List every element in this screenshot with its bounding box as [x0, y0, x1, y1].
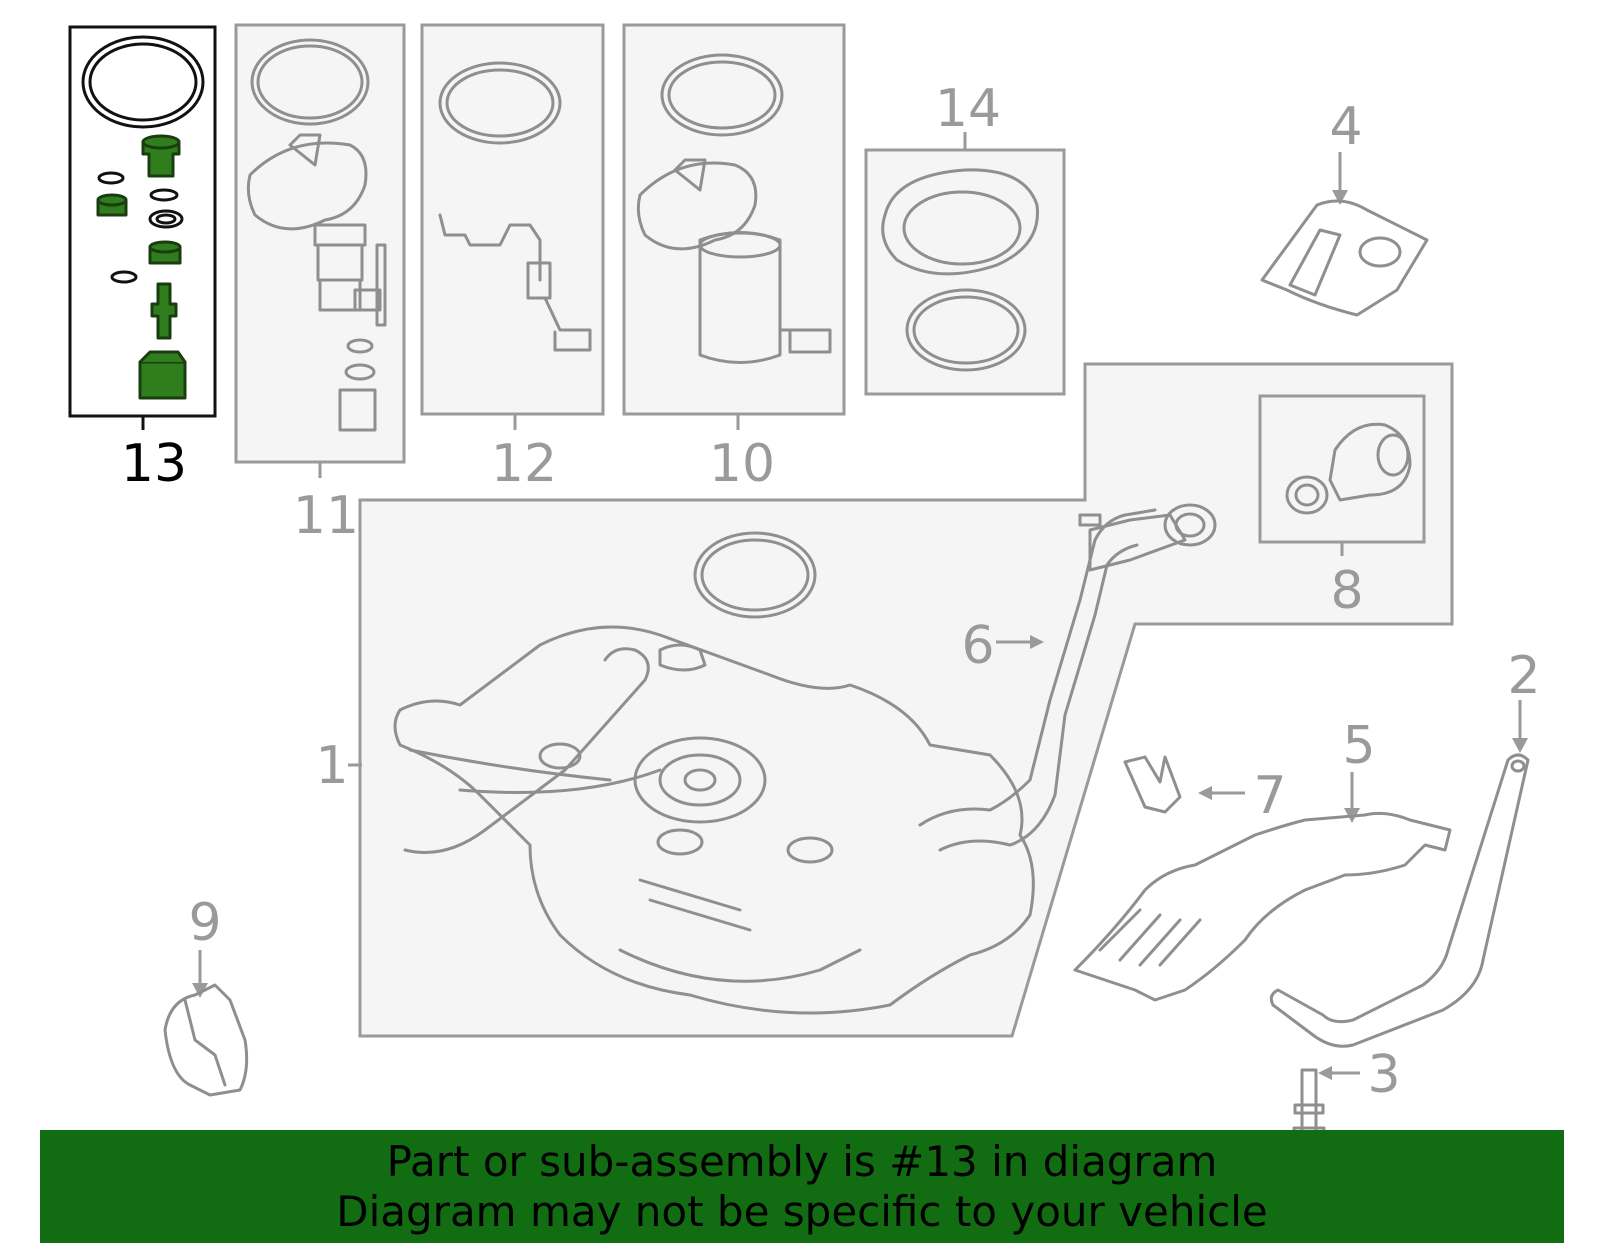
- part-7-clip[interactable]: 7: [1123, 755, 1287, 826]
- notice-banner-bg: [40, 1130, 1564, 1243]
- callout-1: 1: [315, 736, 348, 796]
- callout-10: 10: [709, 434, 775, 494]
- box-14-lock-ring-and-gasket[interactable]: 14: [864, 79, 1066, 396]
- seal-ring-large: [81, 35, 205, 129]
- banner-line-2: Diagram may not be specific to your vehi…: [336, 1186, 1268, 1236]
- box-8-filler-cap-parts[interactable]: 8: [1258, 394, 1426, 621]
- box-11-fuel-pump-assembly[interactable]: 11: [234, 23, 406, 546]
- part-4-heat-shield[interactable]: 4: [1260, 97, 1429, 317]
- highlighted-seal-parts: [96, 134, 187, 400]
- callout-4: 4: [1329, 97, 1362, 157]
- notice-banner: Part or sub-assembly is #13 in diagram D…: [40, 1130, 1564, 1243]
- callout-13: 13: [121, 434, 187, 494]
- callout-14: 14: [935, 79, 1001, 139]
- part-9-cover[interactable]: 9: [163, 893, 249, 1097]
- callout-3: 3: [1367, 1045, 1400, 1105]
- part-5-tank-protector[interactable]: 5: [1073, 716, 1452, 1002]
- callout-9: 9: [188, 893, 221, 953]
- banner-line-1: Part or sub-assembly is #13 in diagram: [386, 1136, 1218, 1186]
- box-13-seal-kit[interactable]: 13: [68, 25, 217, 494]
- callout-7: 7: [1253, 766, 1286, 826]
- callout-2: 2: [1507, 646, 1540, 706]
- box-10-fuel-pump-module[interactable]: 10: [622, 23, 846, 494]
- part-2-tank-strap[interactable]: 2: [1269, 646, 1541, 1048]
- part-3-bolt[interactable]: 3: [1292, 1045, 1401, 1145]
- box-12-fuel-level-sender[interactable]: 12: [420, 23, 605, 494]
- callout-8: 8: [1330, 561, 1363, 621]
- box-1-fuel-tank[interactable]: 1 6: [315, 362, 1454, 1038]
- callout-6: 6: [961, 616, 994, 676]
- callout-12: 12: [491, 434, 557, 494]
- callout-5: 5: [1342, 716, 1375, 776]
- callout-11: 11: [293, 486, 359, 546]
